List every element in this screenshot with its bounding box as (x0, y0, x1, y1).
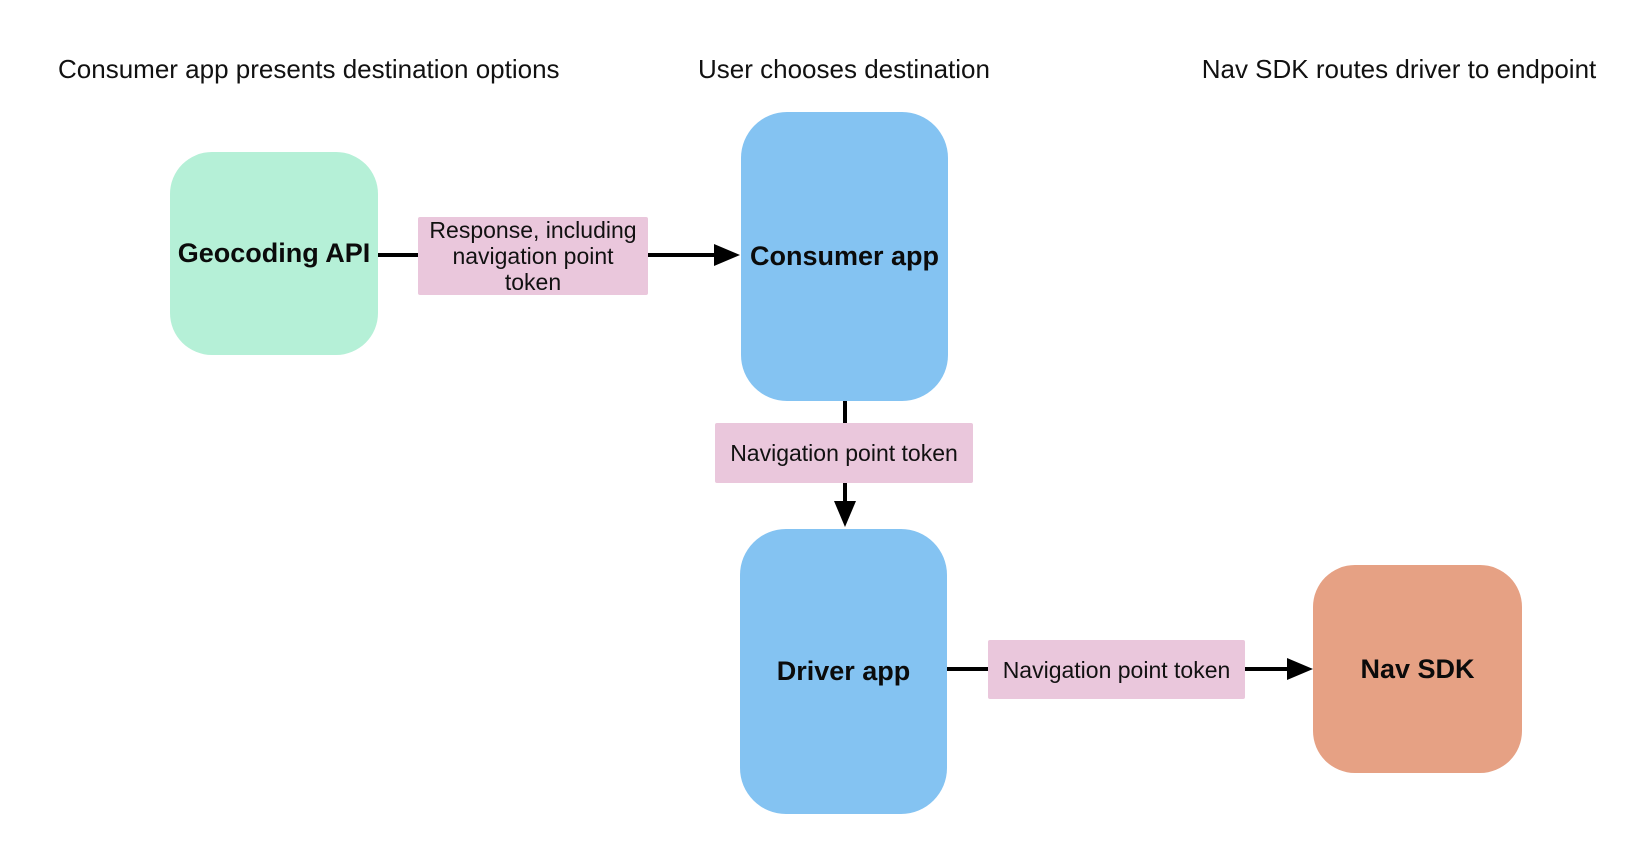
edge-label-text: Navigation point token (730, 440, 958, 466)
node-driver-app: Driver app (740, 529, 947, 814)
edge-label-navigation-point-token-driver-navsdk: Navigation point token (988, 640, 1245, 699)
node-nav-sdk: Nav SDK (1313, 565, 1522, 773)
node-label: Nav SDK (1360, 653, 1475, 684)
stage-1-heading: Consumer app presents destination option… (58, 54, 560, 84)
node-consumer-app: Consumer app (741, 112, 948, 401)
stage-2-heading: User chooses destination (698, 54, 990, 84)
arrow-head-icon (714, 244, 740, 266)
arrow-head-icon (1287, 658, 1313, 680)
stage-3-heading: Nav SDK routes driver to endpoint (1201, 54, 1597, 84)
node-label: Consumer app (749, 241, 940, 271)
arrow-head-icon (834, 501, 856, 527)
edge-label-navigation-point-token-consumer-driver: Navigation point token (715, 423, 973, 483)
node-geocoding-api: Geocoding API (170, 152, 378, 355)
edge-label-text: Navigation point token (1002, 656, 1231, 683)
edge-label-response-including-token: Response, including navigation point tok… (418, 217, 648, 295)
edge-label-text: Response, including navigation point tok… (429, 217, 637, 295)
node-label: Driver app (776, 656, 911, 686)
node-label: Geocoding API (177, 238, 371, 268)
